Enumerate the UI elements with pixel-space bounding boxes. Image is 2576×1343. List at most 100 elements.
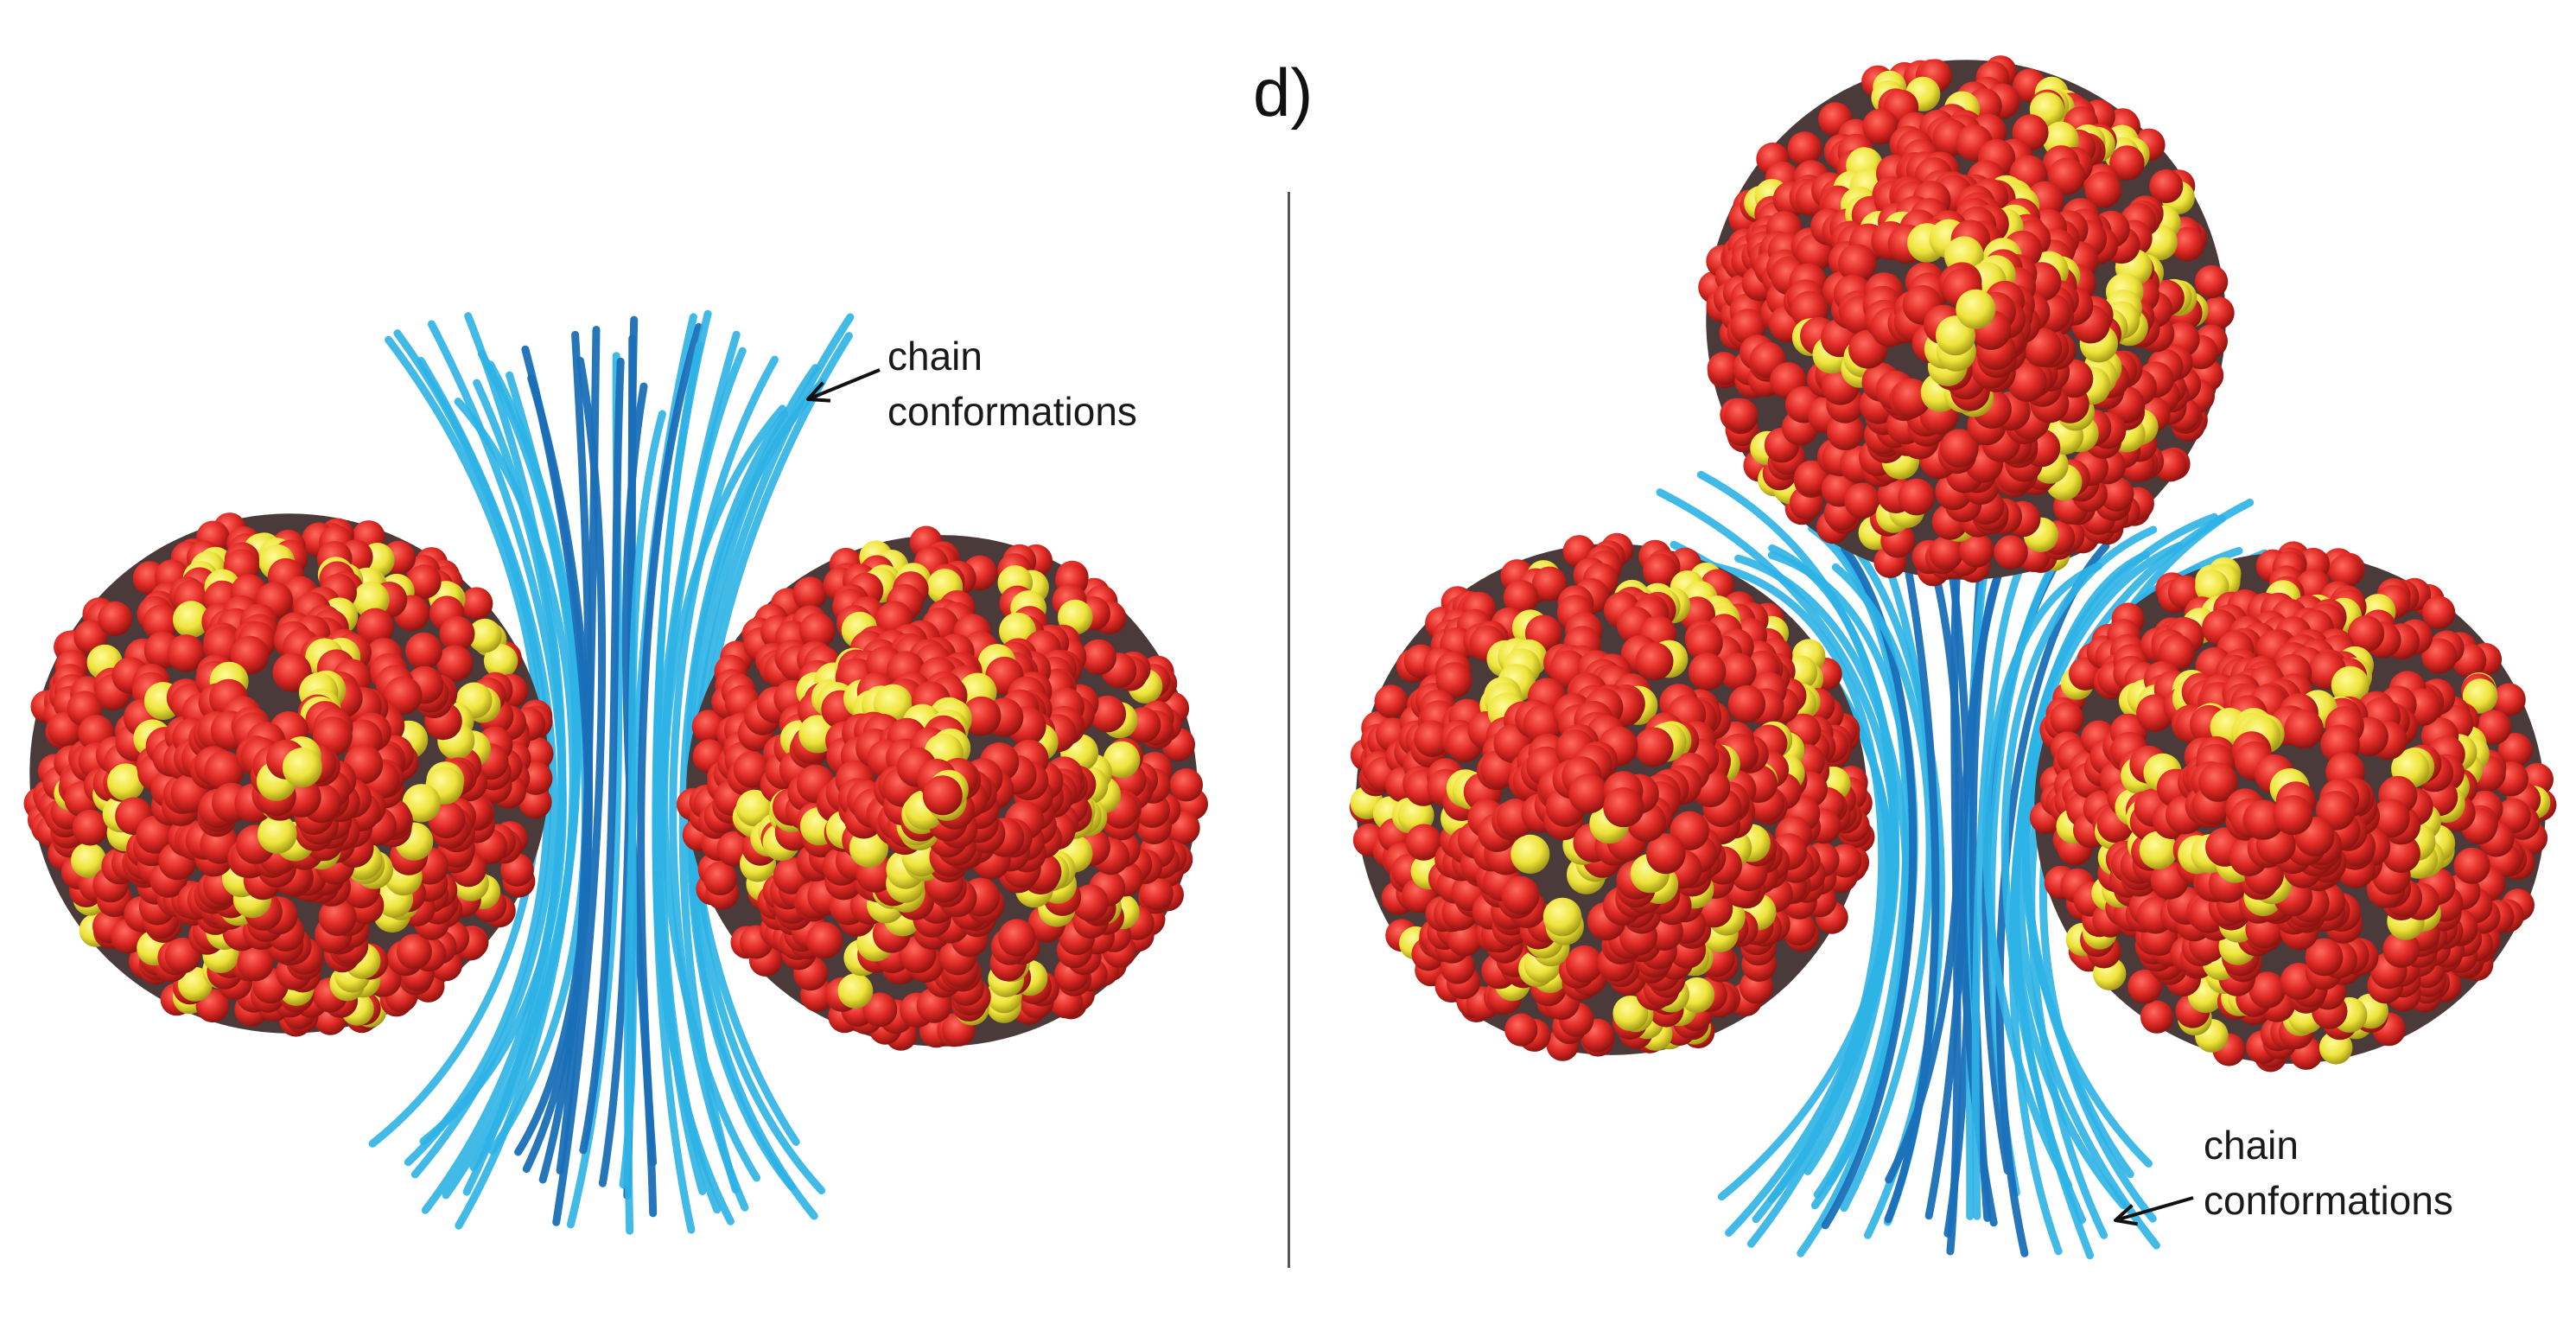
chain-bundle-left	[368, 309, 855, 1235]
shell-bead	[72, 809, 109, 846]
shell-bead	[1565, 945, 1603, 983]
shell-bead	[1688, 652, 1727, 691]
core-bead	[402, 784, 441, 823]
shell-bead	[1374, 684, 1409, 719]
core-bead	[1956, 289, 1996, 329]
shell-bead	[2050, 702, 2084, 736]
shell-bead	[1531, 566, 1568, 601]
core-bead	[1511, 834, 1550, 875]
annotation-left-line1: chain	[887, 334, 983, 379]
annotation-right-line1: chain	[2204, 1123, 2299, 1168]
shell-bead	[1781, 911, 1816, 946]
shell-bead	[1072, 884, 1109, 921]
core-bead	[2462, 678, 2498, 714]
core-bead	[172, 601, 210, 639]
shell-bead	[2194, 264, 2229, 299]
shell-bead	[2149, 169, 2184, 204]
right-chain-strand	[1768, 544, 1898, 1175]
shell-bead	[272, 652, 312, 692]
shell-bead	[2492, 683, 2526, 716]
shell-bead	[1794, 460, 1829, 496]
shell-bead	[1838, 244, 1877, 283]
shell-bead	[1844, 482, 1880, 519]
shell-bead	[518, 785, 552, 819]
particle-left-1	[23, 512, 554, 1037]
particle-right-top	[1698, 55, 2235, 587]
shell-bead	[2284, 709, 2324, 749]
shell-bead	[73, 620, 108, 654]
shell-bead	[439, 615, 475, 652]
shell-bead	[1940, 429, 1979, 468]
core-bead	[873, 684, 913, 724]
right-chain-strand	[1971, 554, 2029, 1220]
shell-bead	[2421, 638, 2458, 674]
core-bead	[1542, 897, 1582, 937]
core-bead	[258, 814, 297, 854]
nanoparticles	[23, 55, 2557, 1072]
shell-bead	[136, 815, 175, 854]
right-chain-strand	[1831, 563, 1934, 1213]
core-bead	[467, 618, 502, 653]
core-bead	[2331, 665, 2369, 705]
shell-bead	[1892, 378, 1931, 418]
shell-bead	[1719, 652, 1757, 691]
shell-bead	[1724, 398, 1759, 432]
shell-bead	[1435, 662, 1472, 699]
shell-bead	[792, 576, 827, 611]
core-bead	[1679, 977, 1715, 1013]
shell-bead	[1414, 720, 1451, 757]
arrow-right-annotation	[2114, 1196, 2194, 1226]
shell-bead	[2048, 157, 2086, 195]
shell-bead	[164, 937, 201, 974]
shell-bead	[1635, 642, 1674, 681]
shell-bead	[143, 604, 180, 641]
shell-bead	[460, 587, 493, 621]
shell-bead	[1523, 704, 1562, 744]
shell-bead	[98, 601, 133, 636]
core-bead	[282, 748, 322, 788]
shell-bead	[2109, 145, 2145, 181]
shell-bead	[1643, 553, 1677, 589]
shell-bead	[2329, 554, 2363, 588]
shell-bead	[1080, 639, 1116, 676]
right-chain-strand	[1711, 563, 1886, 1203]
shell-bead	[405, 632, 442, 670]
shell-bead	[406, 564, 442, 599]
annotation-arrows	[806, 368, 2194, 1226]
core-bead	[849, 828, 888, 868]
shell-bead	[2140, 1000, 2174, 1034]
shell-bead	[2201, 296, 2235, 330]
shell-bead	[1827, 412, 1865, 451]
particle-right-2	[2029, 541, 2557, 1072]
shell-bead	[1503, 580, 1539, 615]
core-bead	[735, 789, 773, 827]
shell-bead	[798, 613, 836, 649]
shell-bead	[962, 696, 1002, 736]
shell-bead	[998, 919, 1036, 957]
shell-bead	[2273, 795, 2313, 836]
shell-bead	[1501, 875, 1540, 915]
shell-bead	[1959, 532, 1994, 568]
shell-bead	[1634, 727, 1674, 767]
shell-bead	[1787, 131, 1822, 166]
panel-divider	[1288, 192, 1290, 1268]
shell-bead	[2497, 733, 2533, 767]
annotation-right-line2: conformations	[2204, 1178, 2453, 1223]
core-bead	[1612, 996, 1649, 1031]
shell-bead	[862, 992, 898, 1028]
left-chain-strand	[678, 410, 789, 1194]
annotation-right: chain conformations	[2204, 1117, 2453, 1228]
shell-bead	[1405, 824, 1442, 861]
core-bead	[483, 644, 518, 678]
shell-bead	[1504, 1013, 1538, 1047]
core-bead	[2139, 831, 2178, 869]
shell-bead	[806, 921, 843, 959]
shell-bead	[318, 898, 357, 937]
shell-bead	[1929, 535, 1964, 570]
shell-bead	[356, 608, 394, 646]
left-chain-strand	[556, 326, 601, 1175]
core-bead	[837, 973, 874, 1009]
shell-bead	[1727, 684, 1766, 723]
annotation-left-line2: conformations	[887, 389, 1137, 434]
